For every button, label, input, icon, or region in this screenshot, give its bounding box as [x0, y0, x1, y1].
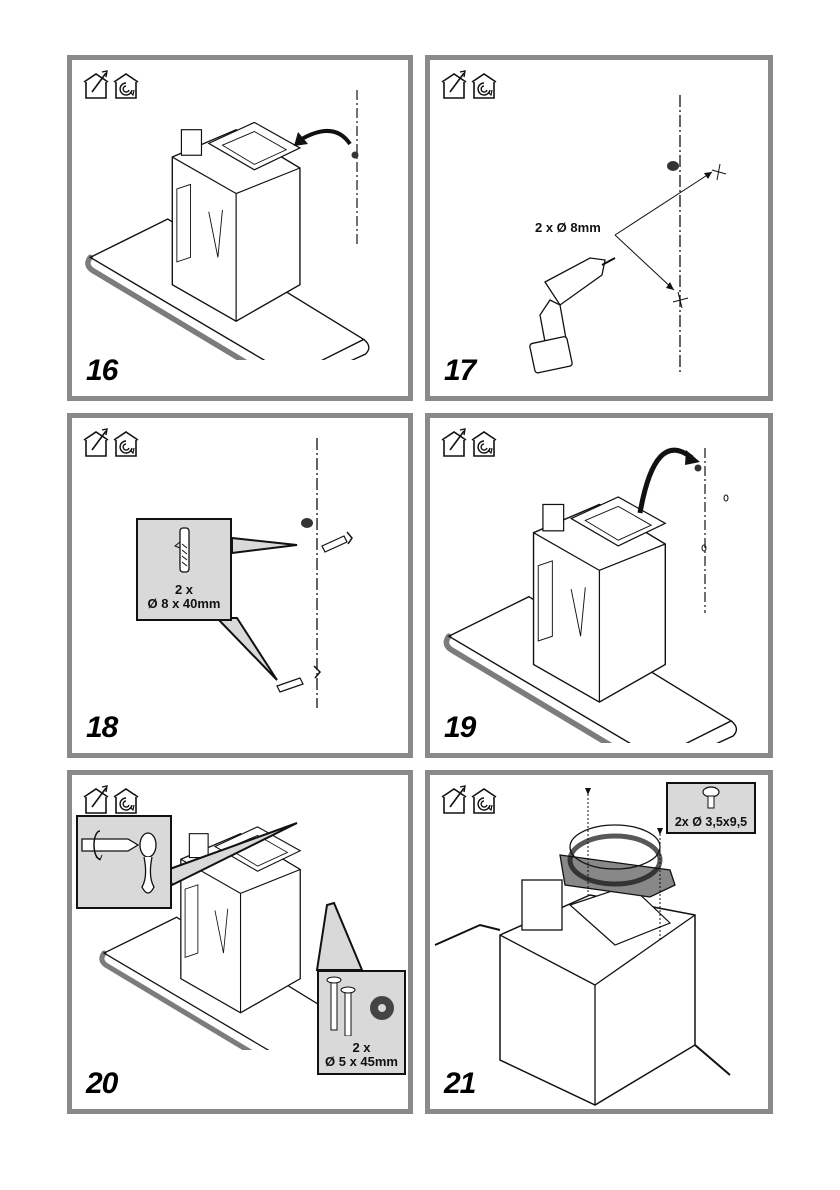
step-number: 19 [444, 711, 476, 744]
callout-size: Ø 5 x 45mm [325, 1054, 398, 1069]
screw-lower [657, 828, 663, 835]
wall-screw [301, 518, 313, 528]
step-21-panel: 2x Ø 3,5x9,5 21 [425, 770, 773, 1114]
wall-plug-lower [276, 677, 304, 693]
screw-washer-callout: 2 x Ø 5 x 45mm [317, 970, 406, 1075]
step-number: 17 [444, 354, 476, 387]
step-18-panel: 2 x Ø 8 x 40mm 18 [67, 413, 413, 758]
motor-box [521, 879, 563, 931]
callout-qty: 2 x [174, 582, 194, 597]
callout-size: Ø 8 x 40mm [147, 596, 221, 611]
drill-icon [529, 257, 616, 374]
step-17-panel: 2 x Ø 8mm 17 [425, 55, 773, 401]
screw-upper [585, 788, 591, 795]
step-20-panel: 2 x Ø 5 x 45mm 20 [67, 770, 413, 1114]
step-19-panel: 19 [425, 413, 773, 758]
air-outlet-collar [559, 824, 676, 898]
hood-hang-illustration [72, 90, 408, 396]
collar-fit-illustration [434, 788, 731, 1106]
wall-screw [694, 464, 702, 472]
hang-arrow [637, 447, 694, 514]
wall-screw [667, 161, 679, 171]
wall-plug-upper [321, 535, 348, 553]
step-number: 16 [86, 354, 118, 387]
hang-arrow [298, 129, 352, 146]
collar-screw-callout: 2x Ø 3,5x9,5 [666, 782, 756, 834]
hood-mount-illustration [430, 447, 768, 753]
drill-illustration [529, 95, 727, 375]
screw-washer-icon [326, 976, 394, 1037]
wall-plug-callout: 2 x Ø 8 x 40mm [136, 518, 232, 621]
callout-qty: 2 x [352, 1040, 371, 1055]
screwdriver-callout [76, 815, 172, 909]
step-number: 21 [444, 1067, 476, 1100]
screwdriver-icon [81, 830, 157, 894]
callout-size: 2x Ø 3,5x9,5 [674, 815, 748, 829]
step-number: 20 [86, 1067, 118, 1100]
wall-screw [351, 151, 359, 159]
wall-plug-icon [174, 527, 190, 573]
wall-plug-illustration [214, 438, 353, 708]
drill-size-label: 2 x Ø 8mm [535, 220, 601, 235]
step-number: 18 [86, 711, 118, 744]
step-16-panel: 16 [67, 55, 413, 401]
self-tapping-screw-icon [702, 786, 720, 809]
